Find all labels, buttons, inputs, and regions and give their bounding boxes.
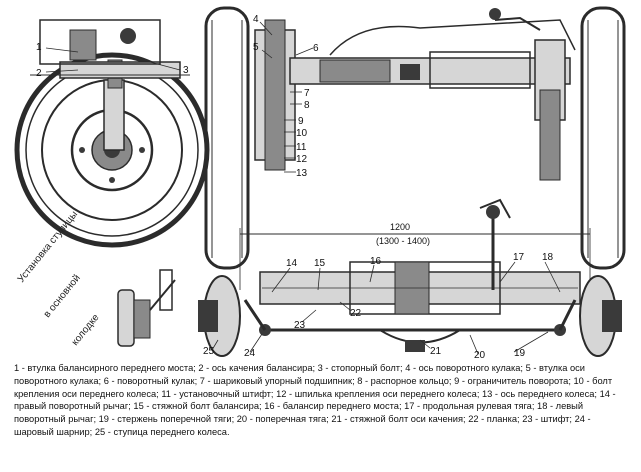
- side-view-knuckle: [30, 19, 190, 151]
- legend-item-13: 13 - ось переднего колеса;: [482, 388, 597, 399]
- legend-item-11: 11 - установочный штифт;: [161, 388, 274, 399]
- legend-item-16: 16 - балансир переднего моста;: [264, 401, 402, 412]
- legend-item-6: 6 - поворотный кулак;: [103, 375, 198, 386]
- legend-item-15: 15 - стяжной болт балансира;: [133, 401, 262, 412]
- callout-21: 21: [430, 346, 442, 357]
- legend-item-3: 3 - стопорный болт;: [317, 363, 403, 373]
- callout-17: 17: [513, 252, 525, 263]
- top-view-axle: [204, 6, 626, 270]
- legend-item-4: 4 - ось поворотного кулака;: [405, 363, 523, 373]
- dimension-main: 1200: [390, 222, 410, 232]
- callout-4: 4: [253, 14, 259, 25]
- legend-item-12: 12 - шпилька крепления оси переднего кол…: [276, 388, 480, 399]
- callout-25: 25: [203, 346, 215, 357]
- legend-item-20: 20 - поперечная тяга;: [236, 414, 329, 425]
- legend-item-1: 1 - втулка балансирного переднего моста;: [14, 363, 196, 373]
- legend-item-17: 17 - продольная рулевая тяга;: [404, 401, 535, 412]
- legend-item-5: 5 - втулка оси поворотного кулака;: [14, 363, 585, 386]
- leader-lines: [45, 21, 561, 355]
- callout-20: 20: [474, 350, 486, 360]
- callout-2: 2: [36, 68, 42, 79]
- callout-7: 7: [304, 88, 310, 99]
- callout-19: 19: [514, 348, 526, 359]
- legend-item-10: 10 - болт крепления оси переднего колеса…: [14, 375, 613, 399]
- hub-installation-inset: [117, 269, 176, 347]
- legend-item-8: 8 - распорное кольцо;: [357, 375, 452, 386]
- legend-item-21: 21 - стяжной болт оси качения;: [331, 414, 466, 425]
- legend-item-23: 23 - штифт;: [522, 414, 573, 425]
- callout-9: 9: [298, 116, 304, 127]
- legend-item-14: 14 - правый поворотный рычаг;: [14, 388, 616, 412]
- side-caption-line3: колодке: [70, 312, 102, 348]
- callout-12: 12: [296, 154, 308, 165]
- side-caption-line2: в основной: [42, 273, 83, 320]
- legend: 1 - втулка балансирного переднего моста;…: [14, 362, 629, 466]
- plan-view-axle: [198, 198, 622, 357]
- callout-10: 10: [296, 128, 308, 139]
- front-axle-diagram: Установка ступицы в основной колодке 120…: [14, 6, 626, 360]
- callout-11: 11: [296, 142, 307, 153]
- callout-23: 23: [294, 320, 306, 331]
- legend-item-24: 24 - шаровый шарнир;: [14, 414, 591, 437]
- callout-13: 13: [296, 168, 308, 179]
- callout-22: 22: [350, 308, 362, 319]
- legend-item-22: 22 - планка;: [468, 414, 520, 425]
- callout-24: 24: [244, 348, 256, 359]
- legend-item-9: 9 - ограничитель поворота;: [454, 375, 571, 386]
- dimension-range: (1300 - 1400): [376, 236, 430, 246]
- legend-item-2: 2 - ось качения балансира;: [198, 363, 316, 373]
- legend-item-18: 18 - левый поворотный рычаг;: [14, 401, 584, 425]
- callout-15: 15: [314, 258, 326, 269]
- callout-8: 8: [304, 100, 310, 111]
- legend-item-19: 19 - стержень поперечной тяги;: [98, 414, 235, 425]
- callout-6: 6: [313, 43, 319, 54]
- callout-16: 16: [370, 256, 382, 267]
- callout-14: 14: [286, 258, 298, 269]
- callout-5: 5: [253, 42, 259, 53]
- callout-18: 18: [542, 252, 554, 263]
- callout-1: 1: [36, 42, 42, 53]
- callouts: 1 2 3 4 5 6 7 8 9 10 11 12 13 14 15 16 1…: [36, 14, 554, 360]
- legend-item-7: 7 - шариковый упорный подшипник;: [199, 375, 355, 386]
- callout-3: 3: [183, 65, 189, 76]
- legend-item-25: 25 - ступица переднего колеса.: [94, 426, 230, 437]
